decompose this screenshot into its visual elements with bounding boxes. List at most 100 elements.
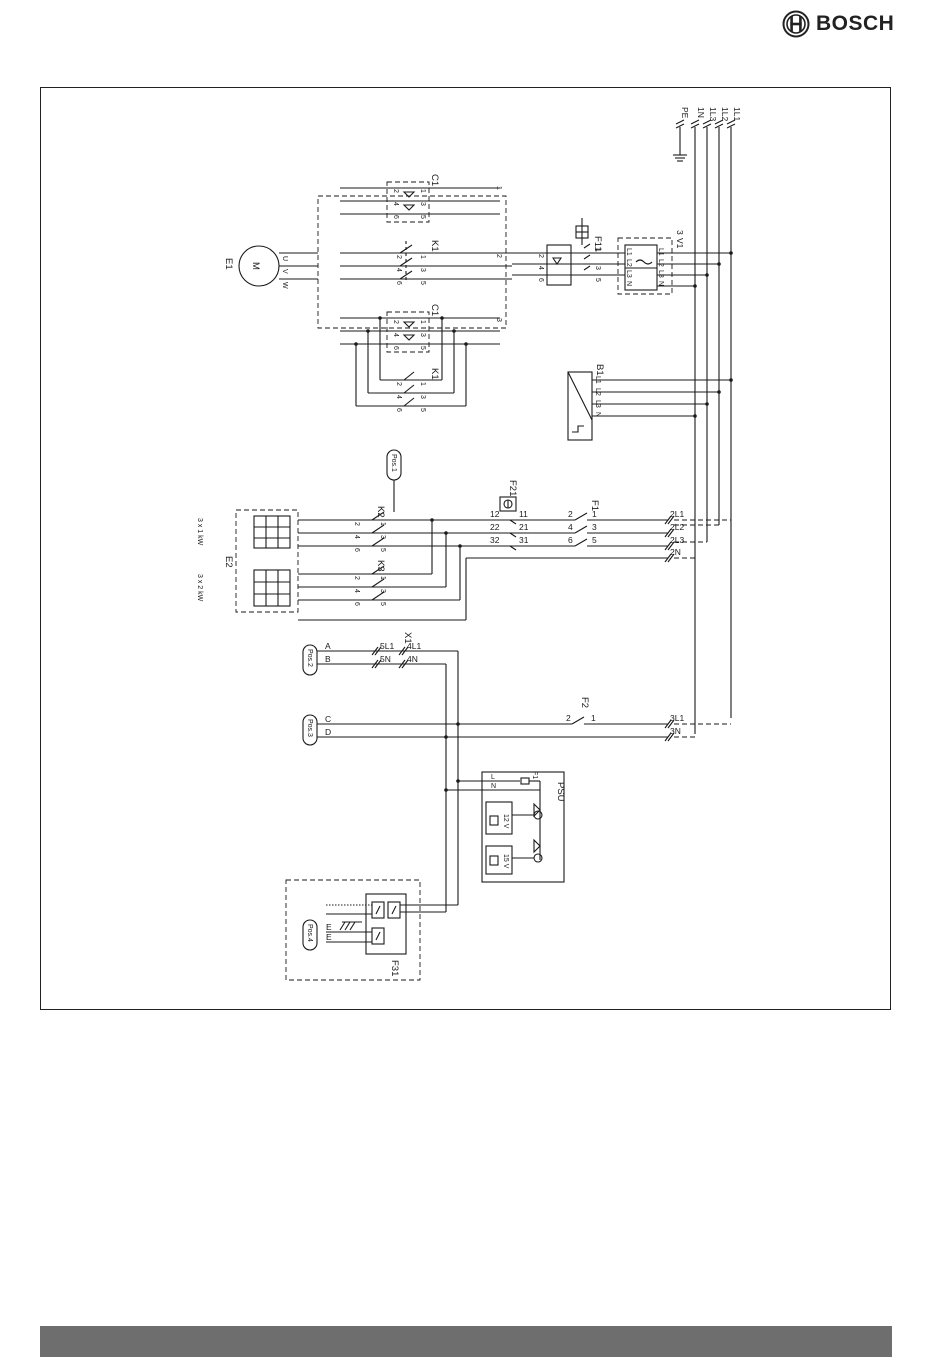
bosch-armature-icon [782, 10, 810, 38]
psu-label: PSU [555, 782, 566, 802]
k3-4: 4 [353, 589, 360, 593]
sensor-b1: L1 L2 L3 N B1 [567, 364, 733, 441]
k2-label: K2 [375, 506, 386, 518]
v1-label: V1 [675, 238, 685, 249]
x1-b: B [325, 654, 331, 664]
b1-term-l3: L3 [594, 400, 601, 408]
f21-21: 21 [519, 522, 529, 532]
k3-label: K3 [375, 560, 386, 572]
f11-port-4: 4 [537, 266, 544, 270]
f21-22: 22 [490, 522, 500, 532]
pos1-label: Pos.1 [390, 454, 397, 472]
term-3l1: 3L1 [670, 713, 684, 723]
psu-in-n: N [491, 783, 496, 790]
c1-bot-2: 2 [392, 320, 399, 324]
c1-top-1: 1 [419, 189, 426, 193]
k1-low-6: 6 [395, 408, 402, 412]
motor-symbol: M [250, 262, 261, 270]
incoming-supply: 1L1 1L2 1L3 1N PE [673, 107, 742, 734]
b1-term-l2: L2 [594, 388, 601, 396]
b1-label: B1 [594, 364, 605, 376]
heater-rating-1: 3 x 1 kW [196, 518, 203, 546]
k1-mid-label: K1 [429, 240, 440, 252]
psu-out-15v: 15 V [502, 854, 509, 869]
f31-label: F31 [389, 960, 400, 976]
control-feed: Pos.3 C D F2 2 1 3L1 3N [302, 697, 731, 746]
x1-4l1: 4L1 [407, 641, 421, 651]
k3-3: 3 [379, 589, 386, 593]
k1-mid-5: 5 [419, 281, 426, 285]
k2-2: 2 [353, 522, 360, 526]
f2-1: 1 [591, 713, 596, 723]
c1-top-4: 4 [392, 202, 399, 206]
supply-1l2: 1L2 [720, 107, 730, 121]
v1-term-n: N [657, 281, 664, 286]
k2-6: 6 [353, 548, 360, 552]
motor-term-v: V [281, 269, 288, 274]
b1-term-l1: L1 [594, 376, 601, 384]
footer-bar [40, 1326, 892, 1357]
v1-term-l3: L3 [657, 270, 664, 278]
wire-2: 2 [495, 254, 502, 258]
pos4-label: Pos.4 [306, 924, 313, 942]
f11-port-3: 3 [594, 266, 601, 270]
v1-term-l1: L1 [657, 248, 664, 256]
c1-top-6: 6 [392, 215, 399, 219]
v1-in-l2: L2 [625, 259, 632, 267]
f1-6: 6 [568, 535, 573, 545]
k1-mid-6: 6 [395, 281, 402, 285]
b1-term-n: N [594, 412, 601, 417]
k3-1: 1 [379, 576, 386, 580]
x1-4n: 4N [407, 654, 418, 664]
f31-e2: E [326, 932, 332, 942]
motor-term-w: W [281, 282, 288, 289]
feed-d: D [325, 727, 331, 737]
f1-4: 4 [568, 522, 573, 532]
x1-5l1: 5L1 [380, 641, 394, 651]
f21-11: 11 [519, 509, 528, 519]
v1-in-l1: L1 [625, 248, 632, 256]
term-2l3: 2L3 [670, 535, 684, 545]
motor-term-u: U [281, 256, 288, 261]
k1-low-4: 4 [395, 395, 402, 399]
supply-1n: 1N [696, 107, 706, 118]
wire-3: 3 [495, 318, 502, 322]
k1-low-3: 3 [419, 395, 426, 399]
brand-name: BOSCH [816, 12, 895, 35]
diagram-frame [40, 87, 891, 1010]
k1-mid-2: 2 [395, 255, 402, 259]
f11-port-6: 6 [537, 278, 544, 282]
fuse-f11: 1 3 5 2 4 6 F11 [512, 218, 603, 286]
k1-mid-4: 4 [395, 268, 402, 272]
k2-4: 4 [353, 535, 360, 539]
f11-label: F11 [592, 236, 603, 252]
v1-term-l2: L2 [657, 259, 664, 267]
f2-2: 2 [566, 713, 571, 723]
pos3-label: Pos.3 [306, 719, 313, 737]
c1-bot-1: 1 [419, 320, 426, 324]
k1-mid-3: 3 [419, 268, 426, 272]
supply-1l1: 1L1 [732, 107, 742, 121]
supply-1l3: 1L3 [708, 107, 718, 121]
v1-in-l3: L3 [625, 270, 632, 278]
c1-bot-6: 6 [392, 346, 399, 350]
c1-bot-3: 3 [419, 333, 426, 337]
term-2l2: 2L2 [670, 522, 684, 532]
f1-label: F1 [589, 500, 600, 511]
k1-mid-1: 1 [419, 255, 426, 259]
x1-label: X1 [402, 632, 413, 644]
f21-31: 31 [519, 535, 529, 545]
heater-label: E2 [223, 556, 234, 568]
x1-a: A [325, 641, 331, 651]
f21-label: F21 [507, 480, 518, 496]
heater-rating-2: 3 x 2 kW [196, 574, 203, 602]
k3-6: 6 [353, 602, 360, 606]
f11-port-5: 5 [594, 278, 601, 282]
motor-label: E1 [223, 258, 234, 270]
f11-port-2: 2 [537, 254, 544, 258]
psu: PSU L N F1 12 V 15 V [444, 771, 566, 883]
supply-pe: PE [680, 107, 690, 119]
wire-1-top: 1 [495, 186, 502, 190]
f1-5: 5 [592, 535, 597, 545]
